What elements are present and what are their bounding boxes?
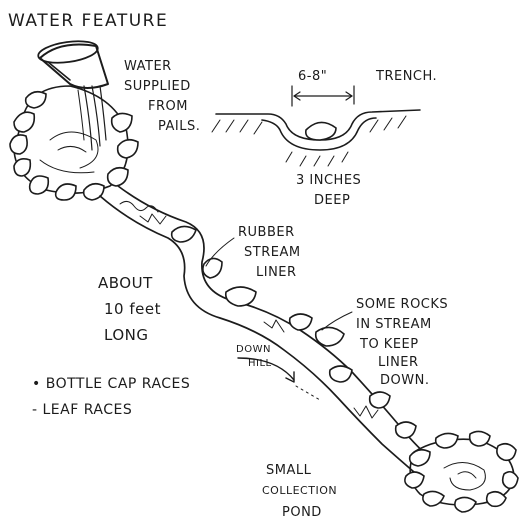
pails-label-line: WATER bbox=[124, 59, 172, 74]
water-pour bbox=[78, 86, 106, 150]
liner-label: RUBBER STREAM LINER bbox=[238, 225, 301, 280]
rocks-label-line: DOWN. bbox=[380, 373, 429, 388]
trench-width-label: 6-8" bbox=[298, 69, 327, 84]
pond-label: SMALL COLLECTION POND bbox=[262, 463, 337, 520]
pails-label-line: PAILS. bbox=[158, 119, 200, 134]
pond-rocks bbox=[405, 431, 518, 512]
length-label: ABOUT 10 feet LONG bbox=[98, 274, 161, 344]
liner-label-line: RUBBER bbox=[238, 225, 295, 240]
pails-label-line: SUPPLIED bbox=[124, 79, 191, 94]
pails-label: WATER SUPPLIED FROM PAILS. bbox=[124, 59, 200, 134]
activity-item: • BOTTLE CAP RACES bbox=[32, 376, 190, 392]
trench-depth-line: DEEP bbox=[314, 193, 350, 208]
liner-label-line: LINER bbox=[256, 265, 297, 280]
pail-icon bbox=[37, 38, 108, 88]
activities-list: • BOTTLE CAP RACES - LEAF RACES bbox=[32, 376, 190, 418]
rocks-label-line: LINER bbox=[378, 355, 419, 370]
pond-label-line: COLLECTION bbox=[262, 484, 337, 497]
pond-label-line: SMALL bbox=[266, 463, 312, 478]
rocks-label-line: SOME ROCKS bbox=[356, 297, 448, 312]
pond-label-line: POND bbox=[282, 505, 322, 520]
length-label-line: 10 feet bbox=[104, 300, 161, 318]
length-label-line: ABOUT bbox=[98, 274, 153, 292]
diagram-title: WATER FEATURE bbox=[8, 11, 168, 31]
rocks-label-line: TO KEEP bbox=[359, 337, 419, 352]
length-label-line: LONG bbox=[104, 326, 148, 344]
rocks-label: SOME ROCKS IN STREAM TO KEEP LINER DOWN. bbox=[356, 297, 448, 388]
downhill-label-line: DOWN bbox=[236, 344, 271, 355]
trench-cross-section bbox=[212, 86, 420, 166]
activity-item: - LEAF RACES bbox=[32, 402, 132, 418]
trench-depth-line: 3 INCHES bbox=[296, 173, 361, 188]
trench-depth-label: 3 INCHES DEEP bbox=[296, 173, 361, 208]
liner-label-line: STREAM bbox=[244, 245, 301, 260]
downhill-label-line: HILL bbox=[248, 358, 272, 369]
trench-label: TRENCH. bbox=[375, 69, 437, 84]
rocks-label-line: IN STREAM bbox=[356, 317, 432, 332]
pails-label-line: FROM bbox=[148, 99, 188, 114]
upper-pool-rocks bbox=[10, 92, 138, 200]
downhill-label: DOWN HILL bbox=[236, 344, 272, 369]
